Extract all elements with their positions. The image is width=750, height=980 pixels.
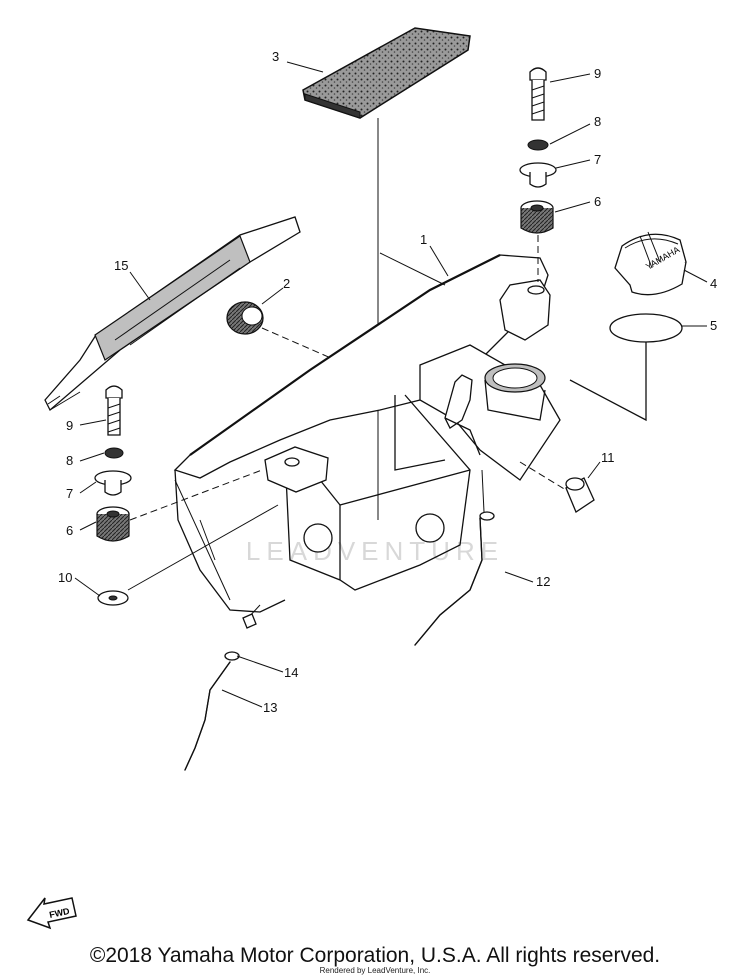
callout-2: 2 [283, 276, 290, 291]
part-8-washer-right [527, 139, 549, 151]
copyright-notice: ©2018 Yamaha Motor Corporation, U.S.A. A… [89, 944, 661, 967]
callout-3: 3 [272, 49, 279, 64]
part-3-pad [302, 27, 471, 119]
part-8-washer-left [104, 447, 124, 459]
part-11-plug [565, 477, 595, 513]
callout-5: 5 [710, 318, 717, 333]
fwd-arrow-icon: FWD [26, 897, 77, 930]
watermark: LEADVENTURE [246, 536, 504, 566]
callout-10: 10 [58, 570, 72, 585]
part-7-collar-right [519, 162, 557, 188]
part-2-grommet [226, 301, 264, 335]
callout-4: 4 [710, 276, 717, 291]
callout-9-left: 9 [66, 418, 73, 433]
callout-9-right: 9 [594, 66, 601, 81]
part-1-oil-tank [173, 254, 561, 613]
fwd-label: FWD [48, 906, 71, 920]
callout-1: 1 [420, 232, 427, 247]
part-12-hose [414, 511, 495, 646]
part-5-o-ring [609, 313, 683, 343]
rendered-by-credit: Rendered by LeadVenture, Inc. [319, 966, 431, 975]
callout-13: 13 [263, 700, 277, 715]
part-7-collar-left [94, 470, 132, 496]
part-6-damper-left [96, 506, 130, 542]
callout-8-left: 8 [66, 453, 73, 468]
callout-7-left: 7 [66, 486, 73, 501]
callout-6-right: 6 [594, 194, 601, 209]
part-14-clamp [224, 613, 257, 661]
part-4-filler-cap: YAMAHA [614, 231, 687, 296]
part-13-hose [184, 661, 231, 771]
callout-15: 15 [114, 258, 128, 273]
callout-7-right: 7 [594, 152, 601, 167]
part-9-bolt-left [105, 385, 123, 436]
part-9-bolt-right [529, 67, 547, 121]
callout-12: 12 [536, 574, 550, 589]
part-10-washer [97, 590, 129, 606]
part-6-damper-right [520, 200, 554, 234]
callout-6-left: 6 [66, 523, 73, 538]
part-15-side-cover [44, 216, 301, 412]
callout-11: 11 [601, 450, 615, 465]
callout-14: 14 [284, 665, 298, 680]
callout-8-right: 8 [594, 114, 601, 129]
